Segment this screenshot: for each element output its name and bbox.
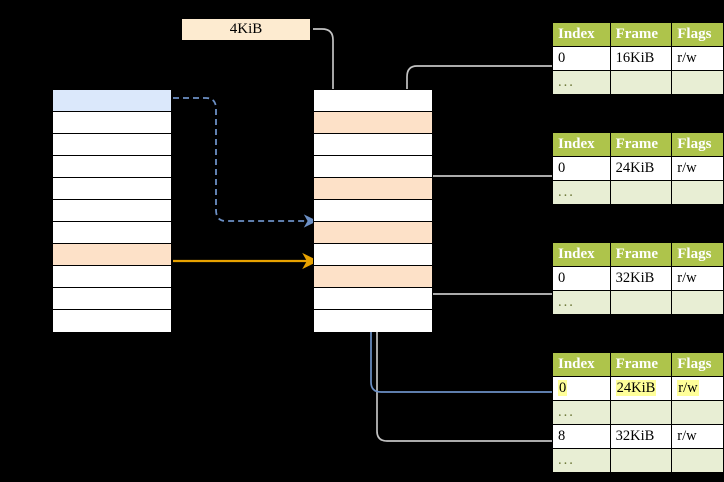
column-header-flags: Flags xyxy=(671,352,724,377)
cell-frame xyxy=(609,180,673,205)
vas-cell-4 xyxy=(53,178,171,200)
cell-flags xyxy=(671,70,724,95)
cell-flags: r/w xyxy=(671,266,724,291)
cell-frame xyxy=(609,290,673,315)
column-header-index: Index xyxy=(552,352,611,377)
vas-cell-3 xyxy=(53,156,171,178)
vas-cell-0 xyxy=(53,90,171,112)
table-row: 0 24KiB r/w xyxy=(552,376,724,401)
vas-cell-10 xyxy=(53,310,171,332)
column-header-flags: Flags xyxy=(671,132,724,157)
table-row: ... xyxy=(552,448,724,473)
phys-cell-5 xyxy=(314,200,432,222)
column-header-flags: Flags xyxy=(671,242,724,267)
page-size-label: 4KiB xyxy=(182,19,310,40)
cell-frame xyxy=(609,448,673,473)
vas-cell-2 xyxy=(53,134,171,156)
highlighted-value: 24KiB xyxy=(615,380,657,396)
cell-flags: r/w xyxy=(671,376,724,401)
column-header-flags: Flags xyxy=(671,22,724,47)
cell-flags xyxy=(671,290,724,315)
cell-frame xyxy=(609,70,673,95)
vas-cell-7 xyxy=(53,244,171,266)
cell-index: 8 xyxy=(552,424,611,449)
highlighted-value: r/w xyxy=(677,380,699,396)
vas-cell-1 xyxy=(53,112,171,134)
cell-index: ... xyxy=(552,290,611,315)
column-header-index: Index xyxy=(552,22,611,47)
column-header-frame: Frame xyxy=(609,242,673,267)
table-row: ... xyxy=(552,400,724,425)
phys-cell-6 xyxy=(314,222,432,244)
vas-cell-6 xyxy=(53,222,171,244)
phys-cell-0 xyxy=(314,90,432,112)
table-row: ... xyxy=(552,290,724,315)
cell-flags: r/w xyxy=(671,424,724,449)
column-header-frame: Frame xyxy=(609,22,673,47)
cell-index: 0 xyxy=(552,376,611,401)
cell-index: 0 xyxy=(552,46,611,71)
vas-cell-5 xyxy=(53,200,171,222)
table-row: ... xyxy=(552,70,724,95)
cell-index: ... xyxy=(552,180,611,205)
cell-flags: r/w xyxy=(671,46,724,71)
cell-frame: 16KiB xyxy=(609,46,673,71)
vas-cell-9 xyxy=(53,288,171,310)
phys-cell-7 xyxy=(314,244,432,266)
phys-cell-9 xyxy=(314,288,432,310)
cell-flags xyxy=(671,448,724,473)
cell-index: 0 xyxy=(552,156,611,181)
cell-flags xyxy=(671,400,724,425)
cell-frame: 32KiB xyxy=(609,424,673,449)
column-header-index: Index xyxy=(552,242,611,267)
cell-frame xyxy=(609,400,673,425)
cell-index: ... xyxy=(552,448,611,473)
cell-frame: 24KiB xyxy=(609,376,673,401)
phys-cell-8 xyxy=(314,266,432,288)
cell-index: 0 xyxy=(552,266,611,291)
cell-index: ... xyxy=(552,70,611,95)
phys-cell-1 xyxy=(314,112,432,134)
vas-cell-8 xyxy=(53,266,171,288)
cell-flags: r/w xyxy=(671,156,724,181)
phys-cell-2 xyxy=(314,134,432,156)
column-header-frame: Frame xyxy=(609,132,673,157)
phys-cell-3 xyxy=(314,156,432,178)
cell-index: ... xyxy=(552,400,611,425)
phys-cell-4 xyxy=(314,178,432,200)
physical-memory-stack xyxy=(313,89,433,332)
cell-frame: 24KiB xyxy=(609,156,673,181)
phys-cell-10 xyxy=(314,310,432,332)
highlighted-value: 0 xyxy=(558,380,568,396)
column-header-frame: Frame xyxy=(609,352,673,377)
virtual-address-space-stack xyxy=(52,89,172,332)
cell-frame: 32KiB xyxy=(609,266,673,291)
cell-flags xyxy=(671,180,724,205)
table-row: ... xyxy=(552,180,724,205)
column-header-index: Index xyxy=(552,132,611,157)
